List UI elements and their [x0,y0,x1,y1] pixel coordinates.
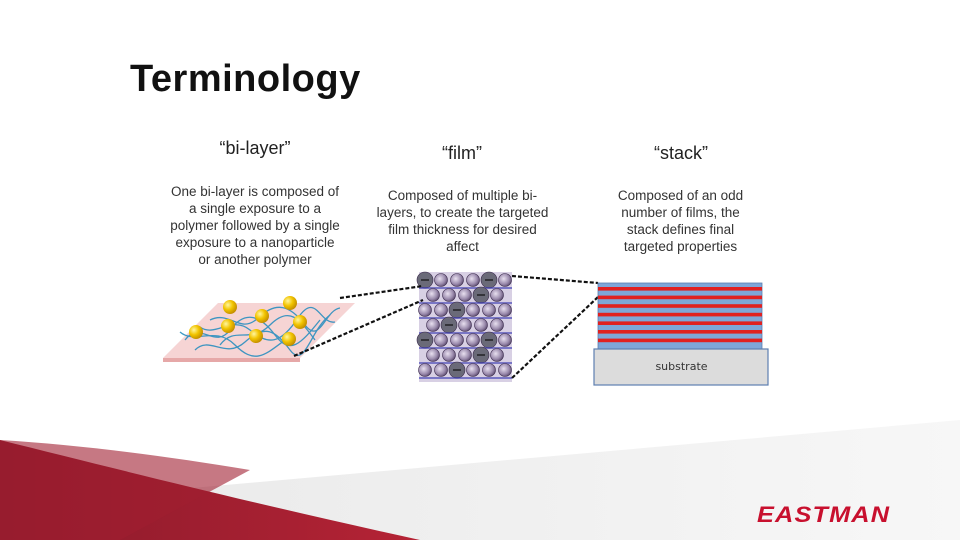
film-particle [458,348,472,362]
film-particle [498,333,512,347]
film-particle [442,288,456,302]
film-particle [434,363,448,377]
film-particle [450,333,464,347]
film-particle [450,273,464,287]
film-particle [490,348,504,362]
film-particle [434,273,448,287]
stack-layer-stripe [598,330,762,334]
film-particle [466,303,480,317]
slide-title: Terminology [130,58,361,100]
connector-lines [293,274,599,379]
nanoparticle-spheres [189,296,307,346]
substrate-label: substrate [655,360,708,373]
film-particle [418,303,432,317]
stack-layer-stripe [598,321,762,325]
stack-layer-stripe [598,338,762,343]
film-particle [466,273,480,287]
film-particle [490,318,504,332]
film-description: Composed of multiple bi-layers, to creat… [376,188,549,254]
stack-layer-stripe [598,304,762,308]
film-particle [426,318,440,332]
film-polymer-band [419,362,512,364]
stack-description: Composed of an odd number of films, the … [617,188,744,254]
film-polymer-band [419,317,512,319]
film-particle [458,318,472,332]
bilayer-description: One bi-layer is composed of a single exp… [170,184,340,267]
film-particle [466,363,480,377]
film-polymer-band [419,302,512,304]
film-particle [498,303,512,317]
film-particle [498,273,512,287]
stack-layer-stripe [598,312,762,317]
film-particle [490,288,504,302]
stack-layers [598,287,762,343]
film-particle [434,333,448,347]
film-particle [434,303,448,317]
film-particle [442,348,456,362]
substrate-block [593,348,769,386]
stack-layer-stripe [598,295,762,300]
film-particle [426,348,440,362]
film-heading: “film” [442,143,482,163]
film-particle [418,363,432,377]
film-polymer-band [419,347,512,349]
film-polymer-band [419,377,512,379]
film-particle [458,288,472,302]
film-particles [416,271,512,379]
bilayer-heading: “bi-layer” [219,138,291,158]
film-particle [474,318,488,332]
film-particle [498,363,512,377]
film-particle [466,333,480,347]
stack-layer-stripe [598,287,762,291]
bilayer-illustration [163,296,355,362]
film-illustration [416,271,512,382]
film-particle [482,363,496,377]
film-polymer-band [419,287,512,289]
stack-heading: “stack” [654,143,708,163]
film-polymer-band [419,332,512,334]
footer-red-ribbon [0,440,420,540]
stack-illustration [593,282,769,386]
film-particle [482,303,496,317]
eastman-logo: EASTMAN [757,502,891,527]
film-particle [426,288,440,302]
